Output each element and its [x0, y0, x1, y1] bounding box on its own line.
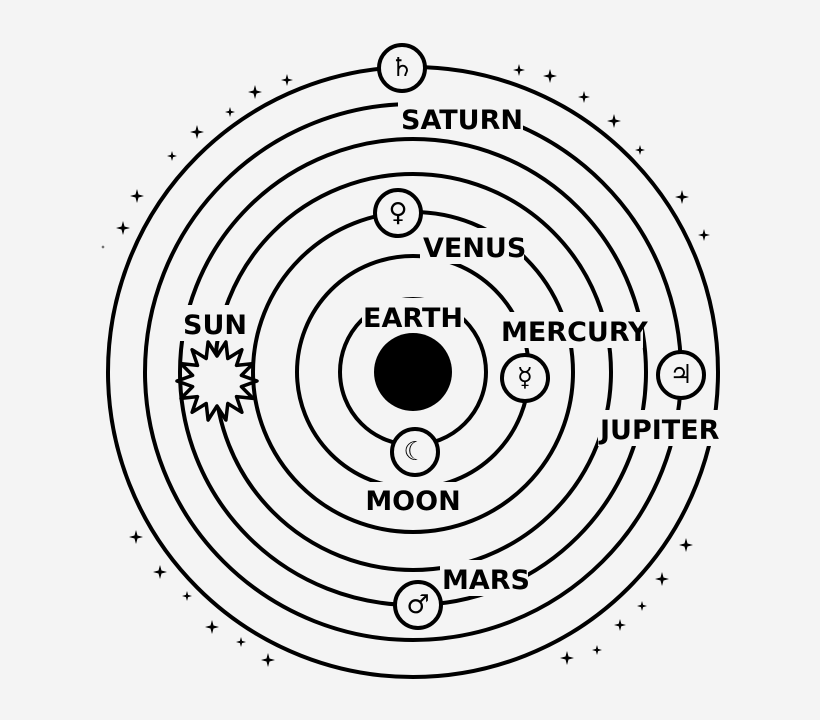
sun-label: SUN	[183, 310, 247, 341]
venus-symbol-icon: ♀	[388, 198, 407, 228]
mercury-symbol-icon: ☿	[517, 363, 533, 393]
star-icon	[281, 74, 293, 86]
earth-disc	[374, 333, 452, 411]
earth-label: EARTH	[363, 303, 463, 334]
jupiter-icon: ♃	[656, 350, 706, 400]
star-icon	[190, 125, 204, 139]
star-icon	[607, 114, 621, 128]
star-icon	[675, 190, 689, 204]
star-icon	[248, 85, 262, 99]
star-icon	[130, 189, 144, 203]
saturn-symbol-icon: ♄	[390, 53, 413, 83]
star-icon	[698, 229, 710, 241]
star-icon	[592, 645, 602, 655]
star-icon	[635, 145, 645, 155]
star-icon	[614, 619, 626, 631]
star-icon	[116, 221, 130, 235]
star-icon	[236, 637, 246, 647]
star-icon	[101, 245, 105, 249]
saturn-icon: ♄	[377, 43, 427, 93]
mercury-icon: ☿	[500, 353, 550, 403]
venus-icon: ♀	[373, 188, 423, 238]
star-icon	[560, 651, 574, 665]
star-icon	[655, 572, 669, 586]
mars-label: MARS	[442, 565, 530, 596]
jupiter-label: JUPITER	[598, 415, 720, 446]
crescent-moon-icon: ☾	[403, 437, 426, 467]
moon-icon: ☾	[390, 427, 440, 477]
star-icon	[578, 91, 590, 103]
star-icon	[637, 601, 647, 611]
star-icon	[129, 530, 143, 544]
star-icon	[513, 64, 525, 76]
star-icon	[543, 69, 557, 83]
moon-label: MOON	[365, 486, 460, 517]
star-icon	[167, 151, 177, 161]
mars-icon: ♂	[393, 580, 443, 630]
mars-symbol-icon: ♂	[406, 590, 429, 620]
jupiter-symbol-icon: ♃	[669, 360, 692, 390]
star-icon	[261, 653, 275, 667]
star-icon	[182, 591, 192, 601]
star-field	[101, 64, 710, 667]
venus-label: VENUS	[423, 233, 526, 264]
star-icon	[225, 107, 235, 117]
saturn-label: SATURN	[401, 105, 523, 136]
sun-icon	[175, 340, 259, 422]
star-icon	[153, 565, 167, 579]
star-icon	[205, 620, 219, 634]
mercury-label: MERCURY	[501, 317, 648, 348]
star-icon	[679, 538, 693, 552]
